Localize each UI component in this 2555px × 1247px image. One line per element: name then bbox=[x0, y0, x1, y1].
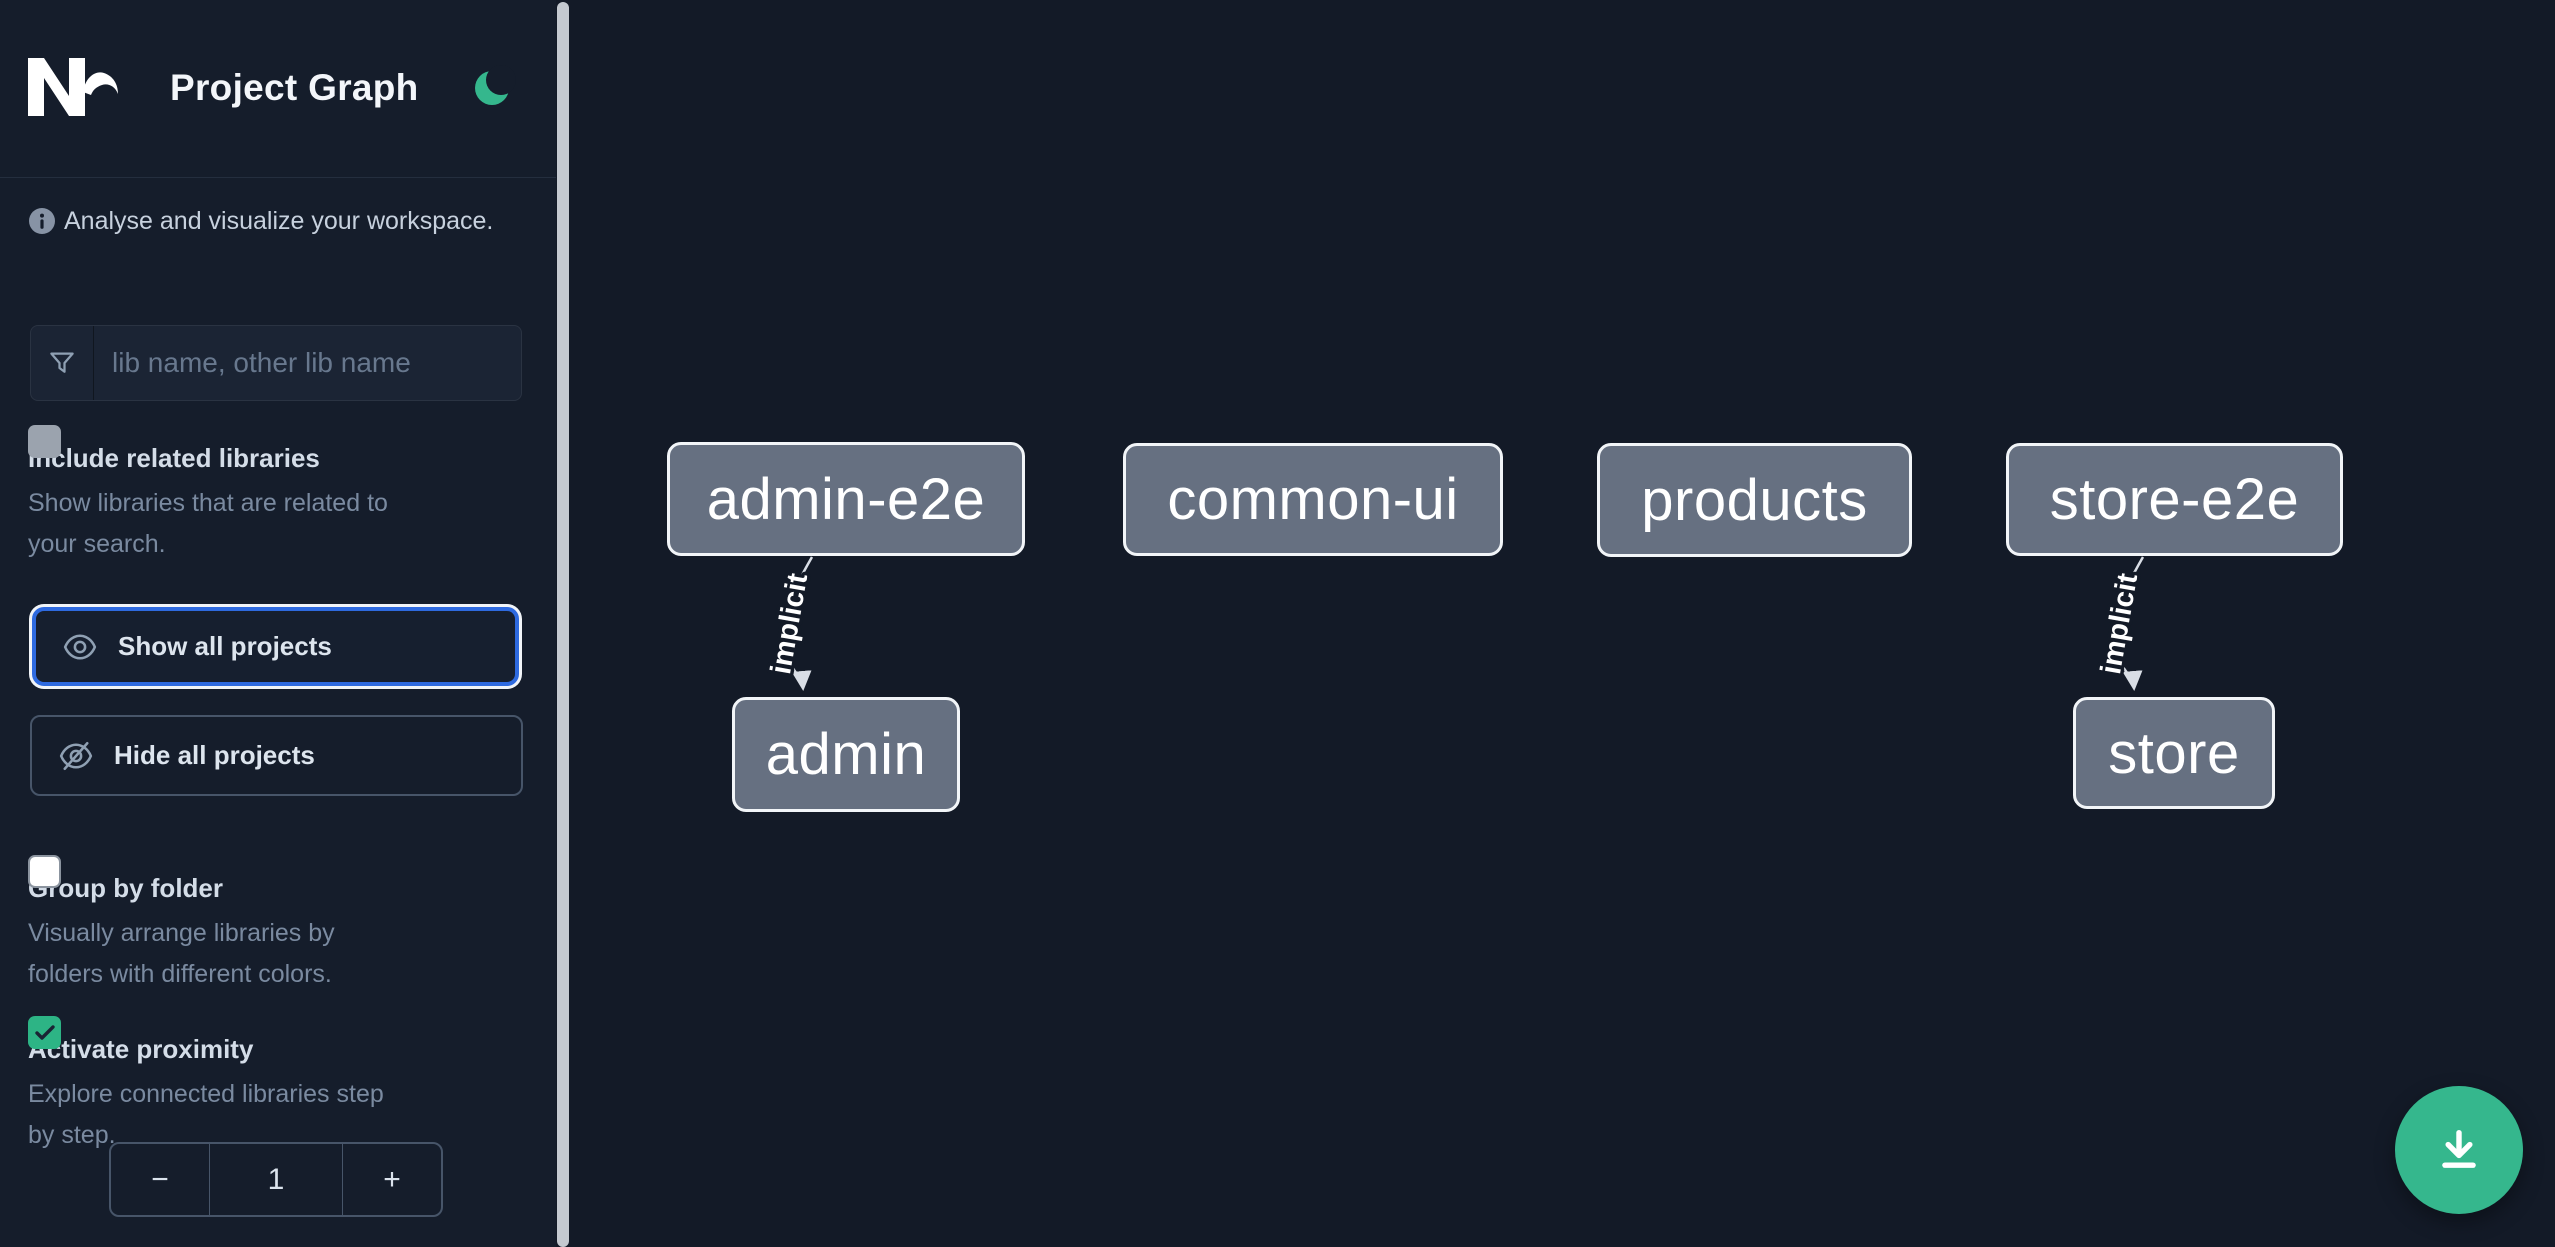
theme-toggle-button[interactable] bbox=[468, 62, 520, 114]
eye-slash-icon bbox=[59, 741, 93, 770]
sidebar: Project Graph Analyse and visualize your… bbox=[0, 0, 556, 1247]
activate-proximity-description: Explore connected libraries step by step… bbox=[28, 1080, 384, 1149]
checkmark-icon bbox=[34, 1024, 55, 1040]
sidebar-scrollbar-thumb[interactable] bbox=[557, 2, 569, 1247]
activate-proximity-checkbox[interactable] bbox=[28, 1016, 61, 1049]
moon-icon bbox=[475, 65, 516, 105]
page-title: Project Graph bbox=[170, 67, 419, 108]
show-all-projects-button[interactable]: Show all projects bbox=[32, 607, 519, 686]
group-by-folder-label: Group by folder bbox=[28, 873, 223, 903]
download-icon bbox=[2442, 1129, 2476, 1168]
proximity-value[interactable]: 1 bbox=[209, 1144, 343, 1215]
group-by-folder-description: Visually arrange libraries by folders wi… bbox=[28, 919, 335, 988]
funnel-icon bbox=[31, 326, 94, 400]
graph-node-store[interactable]: store bbox=[2073, 697, 2275, 809]
hide-all-projects-label: Hide all projects bbox=[114, 740, 315, 770]
edge-store-e2e-store: implicit bbox=[2092, 556, 2148, 691]
header-divider bbox=[0, 177, 556, 178]
edge-label: implicit bbox=[765, 571, 814, 677]
proximity-increment-button[interactable]: + bbox=[343, 1144, 441, 1215]
graph-node-products[interactable]: products bbox=[1597, 443, 1912, 557]
graph-node-admin[interactable]: admin bbox=[732, 697, 960, 812]
eye-icon bbox=[63, 633, 97, 660]
graph-node-admin-e2e[interactable]: admin-e2e bbox=[667, 442, 1025, 556]
download-image-button[interactable] bbox=[2395, 1086, 2523, 1214]
graph-node-store-e2e[interactable]: store-e2e bbox=[2006, 443, 2343, 556]
group-by-folder-checkbox[interactable] bbox=[28, 855, 61, 888]
proximity-stepper: − 1 + bbox=[109, 1142, 443, 1217]
include-related-libraries-row[interactable]: Include related libraries Show libraries… bbox=[28, 424, 528, 565]
proximity-decrement-button[interactable]: − bbox=[111, 1144, 209, 1215]
include-related-label: Include related libraries bbox=[28, 443, 320, 473]
search-box bbox=[30, 325, 522, 401]
edge-admin-e2e-admin: implicit bbox=[762, 556, 818, 691]
include-related-description: Show libraries that are related to your … bbox=[28, 489, 388, 558]
edge-label: implicit bbox=[2095, 571, 2144, 677]
activate-proximity-label: Activate proximity bbox=[28, 1034, 254, 1064]
info-icon bbox=[29, 208, 55, 234]
show-all-projects-label: Show all projects bbox=[118, 631, 332, 661]
nx-logo-icon bbox=[28, 58, 118, 116]
hide-all-projects-button[interactable]: Hide all projects bbox=[30, 715, 523, 796]
sidebar-header: Project Graph bbox=[0, 0, 556, 177]
include-related-checkbox[interactable] bbox=[28, 425, 61, 458]
workspace-info-text: Analyse and visualize your workspace. bbox=[64, 207, 494, 235]
group-by-folder-row[interactable]: Group by folder Visually arrange librari… bbox=[28, 854, 528, 995]
search-input[interactable] bbox=[94, 326, 521, 400]
graph-node-common-ui[interactable]: common-ui bbox=[1123, 443, 1503, 556]
activate-proximity-row[interactable]: Activate proximity Explore connected lib… bbox=[28, 1015, 528, 1156]
